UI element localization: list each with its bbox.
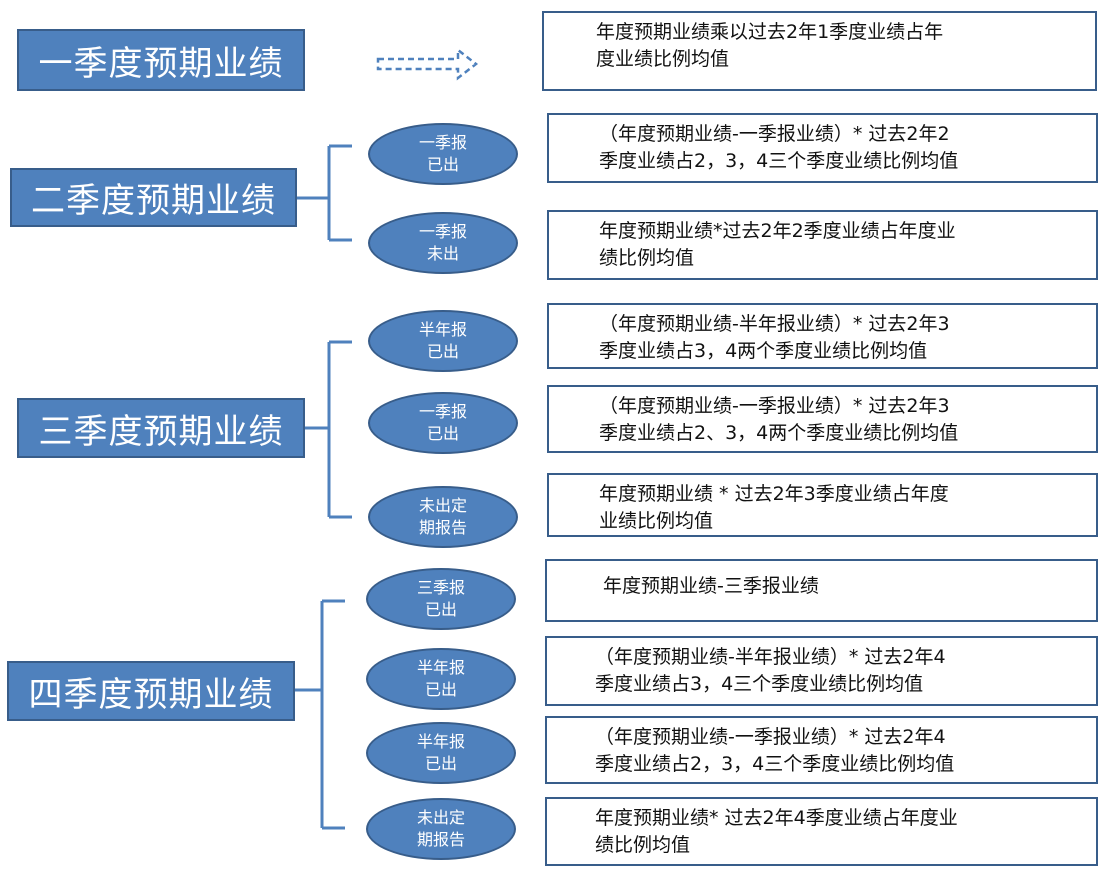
- brace-q3: [305, 340, 352, 519]
- condition-oval: 三季报已出: [366, 568, 516, 630]
- formula-box: 年度预期业绩-三季报业绩: [545, 559, 1098, 622]
- condition-oval: 半年报已出: [368, 310, 518, 372]
- quarter-box-q3: 三季度预期业绩: [17, 398, 305, 458]
- quarter-box-q4: 四季度预期业绩: [7, 661, 295, 721]
- condition-oval: 未出定期报告: [368, 486, 518, 548]
- quarter-box-q2: 二季度预期业绩: [10, 168, 297, 227]
- brace-q2: [297, 144, 352, 242]
- condition-oval: 半年报已出: [366, 722, 516, 784]
- quarter-box-q1: 一季度预期业绩: [17, 29, 305, 91]
- formula-box: 年度预期业绩*过去2年2季度业绩占年度业绩比例均值: [547, 210, 1098, 280]
- formula-box-q1: 年度预期业绩乘以过去2年1季度业绩占年 度业绩比例均值: [542, 11, 1097, 91]
- formula-box: 年度预期业绩* 过去2年4季度业绩占年度业绩比例均值: [545, 797, 1098, 866]
- condition-oval: 一季报未出: [368, 212, 518, 274]
- brace-q4: [295, 599, 345, 830]
- formula-line: 度业绩比例均值: [596, 48, 730, 70]
- condition-oval: 半年报已出: [366, 648, 516, 710]
- condition-oval: 一季报已出: [368, 392, 518, 454]
- condition-oval: 一季报已出: [368, 123, 518, 185]
- condition-oval: 未出定期报告: [366, 798, 516, 860]
- formula-line: 年度预期业绩乘以过去2年1季度业绩占年: [596, 21, 944, 43]
- formula-box: 年度预期业绩 * 过去2年3季度业绩占年度业绩比例均值: [547, 473, 1098, 537]
- dashed-arrow-icon: [376, 47, 479, 81]
